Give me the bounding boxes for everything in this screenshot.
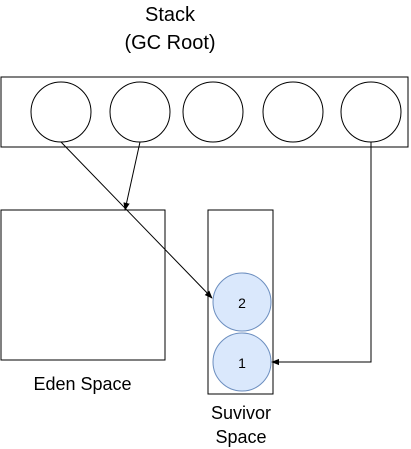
stack-title-line-2: (GC Root) bbox=[124, 32, 216, 54]
reference-arrow-slot5-to-object1 bbox=[271, 142, 372, 366]
reference-arrow-slot1-to-object2 bbox=[60, 141, 213, 299]
eden-space-label: Eden Space bbox=[33, 374, 132, 394]
stack-slot-5 bbox=[340, 81, 402, 143]
stack-slot-2 bbox=[109, 81, 171, 143]
survivor-space-label-line-2: Space bbox=[215, 427, 267, 447]
eden-space-box bbox=[0, 209, 166, 361]
survivor-space-label-line-1: Suvivor bbox=[210, 403, 272, 423]
object-label-2: 2 bbox=[238, 295, 246, 311]
survivor-object-1: 1 bbox=[212, 332, 272, 392]
object-label-1: 1 bbox=[238, 355, 246, 371]
stack-slot-4 bbox=[262, 81, 324, 143]
reference-arrow-slot2-to-eden bbox=[123, 141, 141, 211]
stack-title-line-1: Stack bbox=[144, 4, 196, 26]
stack-slot-3 bbox=[182, 81, 244, 143]
stack-slot-1 bbox=[30, 81, 92, 143]
survivor-object-2: 2 bbox=[212, 272, 272, 332]
